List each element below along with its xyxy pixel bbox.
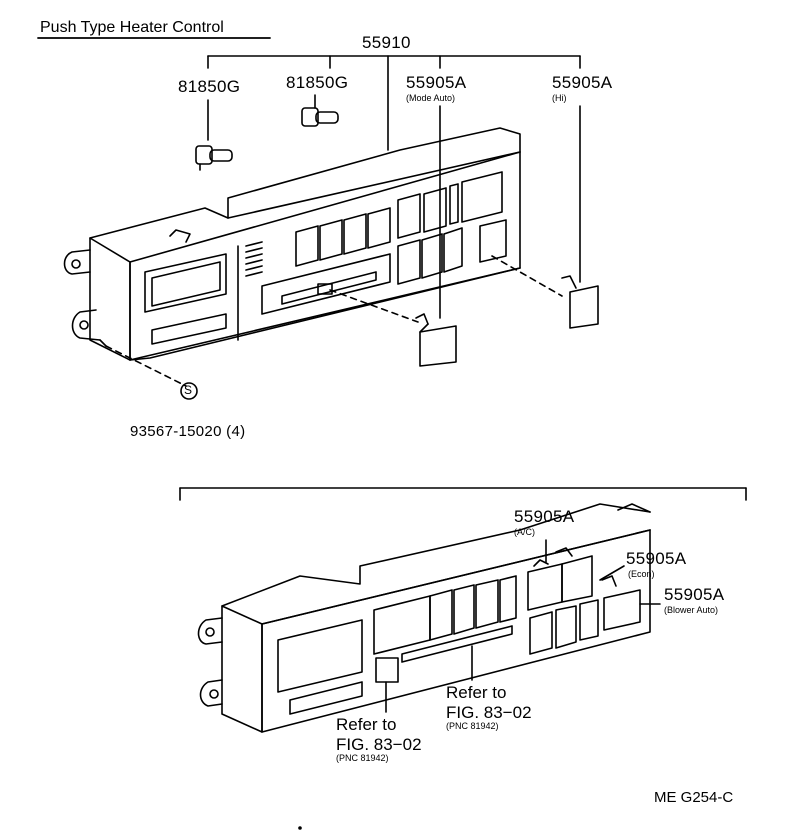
knob-left-part — [195, 99, 233, 171]
mode-auto-caption: (Mode Auto) — [406, 93, 456, 103]
reference-left-line2: FIG. 83−02 — [336, 735, 422, 754]
button-hi-part — [561, 105, 599, 329]
lower-heater-control-assembly — [197, 503, 651, 733]
ac-caption: (A/C) — [514, 527, 535, 537]
blower-auto-part-number: 55905A — [664, 585, 725, 604]
lower-leaders — [385, 539, 661, 713]
figure-code: ME G254-C — [654, 789, 734, 806]
screw-part-number: 93567-15020 (4) — [130, 423, 246, 440]
reference-right-line1: Refer to — [446, 683, 507, 702]
econ-caption: (Econ) — [628, 569, 655, 579]
ac-part-number: 55905A — [514, 507, 575, 526]
screw-symbol-circle — [180, 382, 198, 400]
reference-left-pnc: (PNC 81942) — [336, 753, 389, 763]
blower-auto-caption: (Blower Auto) — [664, 605, 719, 615]
upper-heater-control-assembly — [63, 127, 521, 361]
hi-part-number: 55905A — [552, 73, 613, 92]
knob-right-part-number: 81850G — [286, 73, 349, 92]
assembly-leader — [207, 55, 581, 151]
hi-caption: (Hi) — [552, 93, 567, 103]
screw-symbol-letter: S — [184, 383, 193, 397]
upper-dashed-leaders — [105, 255, 563, 387]
mode-auto-part-number: 55905A — [406, 73, 467, 92]
reference-left-line1: Refer to — [336, 715, 397, 734]
knob-right-part — [301, 94, 339, 127]
lower-bracket — [179, 487, 747, 501]
button-mode-auto-part — [415, 105, 457, 367]
diagram-title: Push Type Heater Control — [40, 19, 224, 36]
reference-right-pnc: (PNC 81942) — [446, 721, 499, 731]
assembly-part-number: 55910 — [362, 33, 411, 52]
knob-left-part-number: 81850G — [178, 77, 241, 96]
econ-part-number: 55905A — [626, 549, 687, 568]
scan-dot — [298, 826, 302, 830]
reference-right-line2: FIG. 83−02 — [446, 703, 532, 722]
